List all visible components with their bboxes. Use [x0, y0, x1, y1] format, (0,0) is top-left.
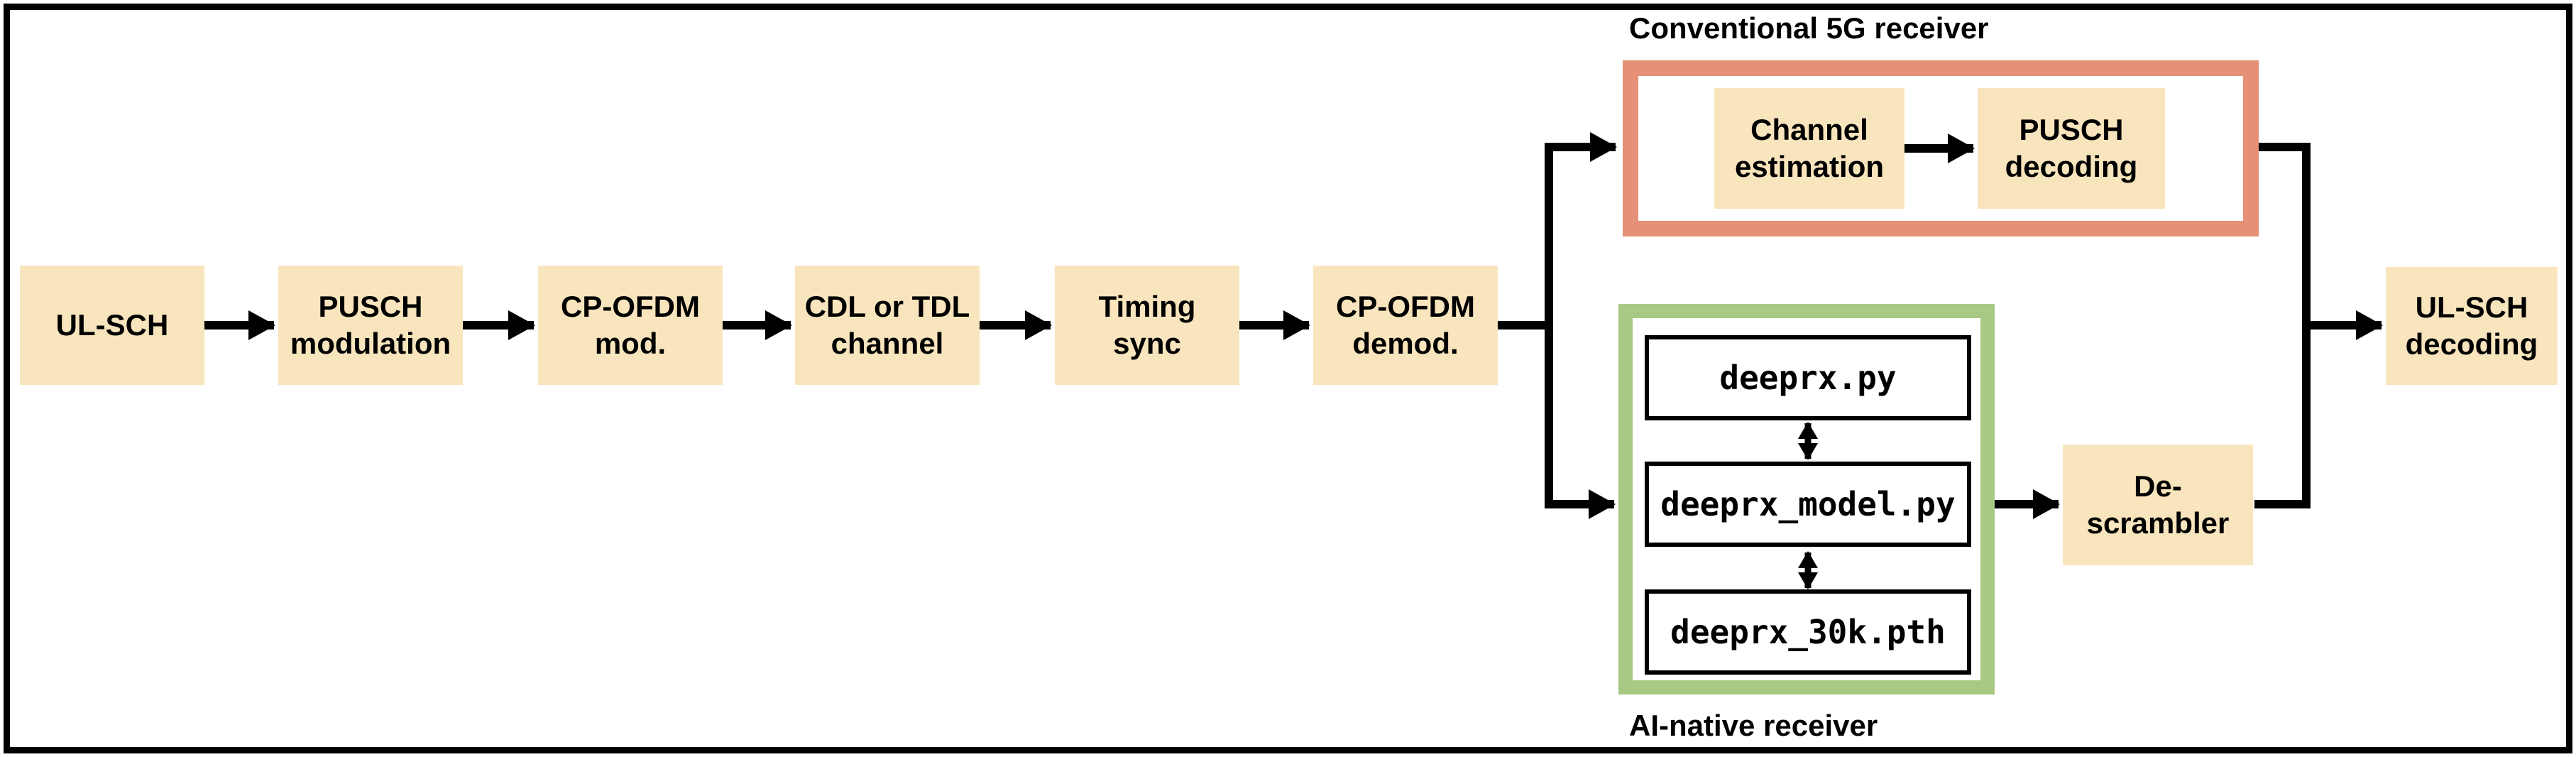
block-label: modulation — [290, 327, 451, 360]
block-label: decoding — [2405, 327, 2538, 361]
block-label: Timing — [1098, 289, 1196, 323]
block-channel-estimation: Channel estimation — [1714, 88, 1904, 209]
file-name: deeprx_model.py — [1660, 485, 1956, 523]
file-name: deeprx_30k.pth — [1670, 613, 1946, 651]
block-label: PUSCH — [2019, 112, 2124, 146]
block-cp-ofdm-mod: CP-OFDM mod. — [538, 266, 723, 385]
line-receiver-outputs-merge — [2254, 143, 2311, 508]
block-label: channel — [831, 327, 944, 360]
file-deeprx-model-py: deeprx_model.py — [1645, 462, 1971, 547]
block-label: PUSCH — [318, 289, 423, 323]
arrow-branch-to-ai — [1545, 325, 1616, 519]
arrow-branch-to-conventional — [1498, 132, 1617, 330]
block-label: scrambler — [2086, 506, 2230, 540]
block-label: estimation — [1734, 150, 1885, 183]
block-label: mod. — [594, 327, 667, 360]
block-timing-sync: Timing sync — [1055, 266, 1239, 385]
block-ul-sch: UL-SCH — [20, 266, 204, 385]
ai-native-receiver-label: AI-native receiver — [1629, 709, 1878, 742]
block-pusch-modulation: PUSCH modulation — [278, 266, 463, 385]
block-cp-ofdm-demod: CP-OFDM demod. — [1313, 266, 1498, 385]
block-label: UL-SCH — [55, 307, 169, 342]
block-label: decoding — [2005, 150, 2138, 183]
block-ul-sch-decoding: UL-SCH decoding — [2386, 267, 2558, 385]
conventional-receiver-label: Conventional 5G receiver — [1629, 11, 1989, 45]
file-deeprx-30k-pth: deeprx_30k.pth — [1645, 589, 1971, 675]
block-cdl-tdl-channel: CDL or TDL channel — [795, 266, 980, 385]
block-label: CDL or TDL — [804, 289, 970, 323]
conventional-receiver-box — [1623, 60, 2259, 236]
block-descrambler: De- scrambler — [2063, 445, 2253, 565]
block-label: De- — [2134, 469, 2182, 503]
file-name: deeprx.py — [1719, 359, 1897, 397]
ai-native-receiver-box — [1618, 304, 1995, 695]
block-label: CP-OFDM — [561, 289, 700, 323]
block-label: CP-OFDM — [1336, 289, 1475, 323]
block-label: sync — [1113, 327, 1181, 360]
block-label: demod. — [1352, 327, 1459, 360]
block-label: UL-SCH — [2415, 290, 2528, 324]
file-deeprx-py: deeprx.py — [1645, 335, 1971, 420]
block-label: Channel — [1750, 112, 1868, 146]
block-pusch-decoding: PUSCH decoding — [1978, 88, 2165, 209]
